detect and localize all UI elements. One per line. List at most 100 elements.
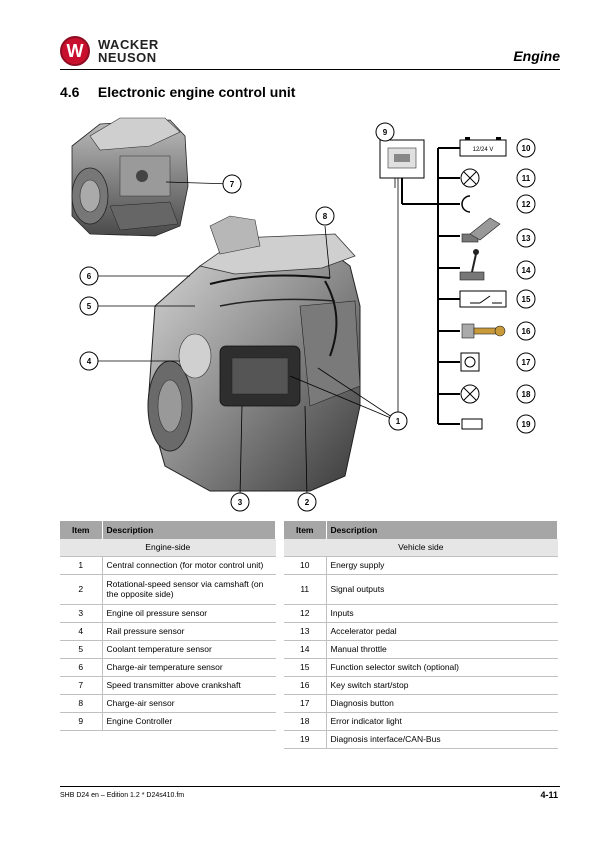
item-number: 18 xyxy=(284,712,327,731)
item-description: Accelerator pedal xyxy=(326,622,558,641)
section-title: Electronic engine control unit xyxy=(97,84,296,100)
callout-15: 15 xyxy=(522,295,531,304)
section-heading: 4.6 Electronic engine control unit xyxy=(60,84,295,100)
item-description: Error indicator light xyxy=(326,712,558,731)
item-description: Diagnosis button xyxy=(326,694,558,713)
item-number: 13 xyxy=(284,622,327,641)
engine-control-diagram: 12/24 V 1 2 3 xyxy=(71,117,536,512)
callout-3: 3 xyxy=(238,498,243,507)
page-header: W WACKER NEUSON Engine xyxy=(60,36,560,70)
callout-8: 8 xyxy=(323,212,328,221)
item-description: Diagnosis interface/CAN-Bus xyxy=(326,730,558,749)
item-description: Speed transmitter above crankshaft xyxy=(102,676,276,695)
item-description: Charge-air temperature sensor xyxy=(102,658,276,677)
callout-markers: 1 2 3 4 5 6 7 8 9 10 11 12 13 14 15 16 1… xyxy=(79,122,536,512)
signal-output-lamp-icon xyxy=(460,168,480,188)
item-description: Function selector switch (optional) xyxy=(326,658,558,677)
engine-rear-view-image xyxy=(71,117,189,237)
callout-18: 18 xyxy=(522,390,531,399)
callout-16: 16 xyxy=(522,327,531,336)
callout-5: 5 xyxy=(87,302,92,311)
item-number: 9 xyxy=(60,712,103,731)
item-number: 14 xyxy=(284,640,327,659)
item-description: Central connection (for motor control un… xyxy=(102,556,276,575)
item-description: Inputs xyxy=(326,604,558,623)
item-number: 4 xyxy=(60,622,103,641)
item-number: 2 xyxy=(60,574,103,605)
battery-voltage-label: 12/24 V xyxy=(473,147,494,153)
page-number: 4-11 xyxy=(540,790,558,800)
item-number: 11 xyxy=(284,574,327,605)
section-number: 4.6 xyxy=(60,84,80,100)
engine-controller-icon xyxy=(379,139,425,179)
item-number: 6 xyxy=(60,658,103,677)
callout-14: 14 xyxy=(522,266,531,275)
callout-19: 19 xyxy=(522,420,531,429)
engine-side-group-label: Engine-side xyxy=(60,539,276,557)
leader-lines xyxy=(97,158,399,497)
footer-edition: SHB D24 en – Edition 1.2 * D24s410.fm xyxy=(60,792,185,799)
brand-line-2: NEUSON xyxy=(98,50,157,65)
item-number: 7 xyxy=(60,676,103,695)
brand-line-1: WACKER xyxy=(98,37,159,52)
footer-divider xyxy=(60,786,560,787)
item-description: Charge-air sensor xyxy=(102,694,276,713)
manual-throttle-icon xyxy=(459,249,485,281)
inputs-connector-icon xyxy=(461,195,471,213)
callout-6: 6 xyxy=(87,272,92,281)
description-column-header: Description xyxy=(326,521,558,539)
item-description: Signal outputs xyxy=(326,574,558,605)
item-column-header: Item xyxy=(60,521,103,539)
item-number: 10 xyxy=(284,556,327,575)
callout-1: 1 xyxy=(396,417,401,426)
description-column-header: Description xyxy=(102,521,276,539)
vehicle-side-harness xyxy=(401,147,460,425)
callout-13: 13 xyxy=(522,234,531,243)
item-number: 3 xyxy=(60,604,103,623)
item-description: Rotational-speed sensor via camshaft (on… xyxy=(102,574,276,605)
item-number: 15 xyxy=(284,658,327,677)
callout-7: 7 xyxy=(230,180,235,189)
item-description: Key switch start/stop xyxy=(326,676,558,695)
item-description: Engine oil pressure sensor xyxy=(102,604,276,623)
item-description: Coolant temperature sensor xyxy=(102,640,276,659)
callout-11: 11 xyxy=(522,174,531,183)
item-number: 19 xyxy=(284,730,327,749)
wacker-neuson-logo-icon: W xyxy=(60,36,90,66)
chapter-title: Engine xyxy=(513,48,560,64)
item-description: Energy supply xyxy=(326,556,558,575)
item-number: 5 xyxy=(60,640,103,659)
callout-9: 9 xyxy=(383,128,388,137)
item-number: 8 xyxy=(60,694,103,713)
callout-4: 4 xyxy=(87,357,92,366)
function-selector-switch-icon xyxy=(459,290,507,308)
item-number: 17 xyxy=(284,694,327,713)
callout-17: 17 xyxy=(522,358,531,367)
vehicle-side-group-label: Vehicle side xyxy=(284,539,558,557)
battery-icon: 12/24 V xyxy=(459,137,507,157)
engine-main-view-image xyxy=(147,215,361,492)
diagnosis-interface-icon xyxy=(461,418,483,430)
item-description: Engine Controller xyxy=(102,712,276,731)
item-column-header: Item xyxy=(284,521,327,539)
brand-name: WACKER NEUSON xyxy=(98,38,159,64)
key-switch-icon xyxy=(461,323,506,339)
